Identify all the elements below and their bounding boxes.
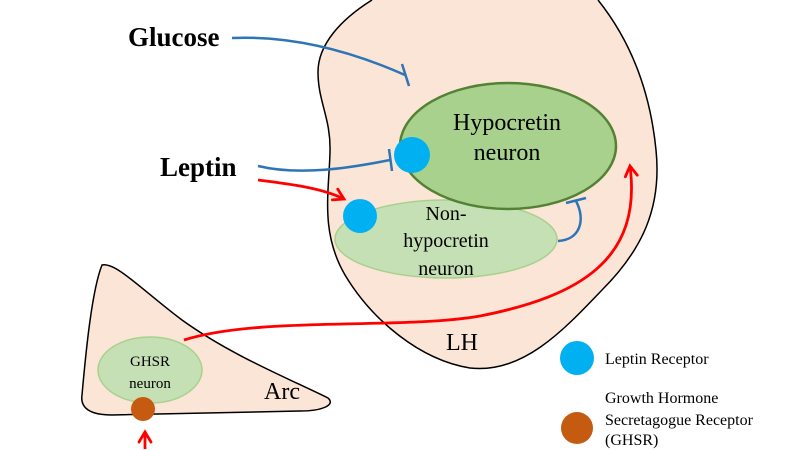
non-hypocretin-inhibition-bar [565, 196, 587, 205]
non-hypocretin-label-line1: Non- [425, 203, 466, 225]
leptin-inhibition-bar [387, 148, 394, 172]
arc-region-outline [81, 264, 331, 416]
leptin-excitation-arrow [257, 178, 347, 202]
non-hypocretin-label-line2: hypocretin [403, 230, 489, 252]
lh-region-outline [317, 0, 658, 370]
glucose-inhibition-line [231, 36, 406, 77]
ghsr-to-hypocretin-arrow [183, 163, 639, 342]
legend-ghsr-label-line2: Secretagogue Receptor [605, 412, 754, 429]
non-hypocretin-inhibition-line [557, 200, 582, 243]
legend-leptin-receptor-label: Leptin Receptor [605, 351, 709, 368]
legend: Leptin Receptor Growth Hormone Secretago… [560, 341, 754, 449]
ghsr-receptor [131, 397, 155, 421]
leptin-inhibition-line [257, 158, 391, 172]
lh-label: LH [446, 330, 478, 356]
hypocretin-neuron [400, 83, 616, 209]
ghsr-neuron-label-line1: GHSR [130, 354, 170, 370]
non-hypocretin-label-line3: neuron [418, 258, 474, 280]
ghsr-neuron [98, 337, 202, 403]
legend-ghsr-label-line3: (GHSR) [605, 432, 658, 449]
non-hypocretin-neuron-outline [334, 199, 558, 279]
glucose-inhibition-bar [400, 63, 411, 87]
glucose-label: Glucose [128, 22, 220, 52]
arc-label: Arc [264, 379, 300, 405]
leptin-label: Leptin [160, 152, 237, 182]
non-hypocretin-leptin-receptor [343, 199, 377, 233]
hypocretin-label-line2: neuron [474, 140, 541, 166]
ghsr-neuron-label-line2: neuron [129, 376, 171, 392]
hypocretin-leptin-receptor [394, 137, 430, 173]
legend-ghsr-label-line1: Growth Hormone [605, 390, 718, 407]
legend-leptin-receptor-swatch [560, 341, 594, 375]
hypocretin-label-line1: Hypocretin [453, 110, 561, 136]
non-hypocretin-neuron [335, 200, 557, 278]
legend-ghsr-receptor-swatch [561, 412, 593, 444]
